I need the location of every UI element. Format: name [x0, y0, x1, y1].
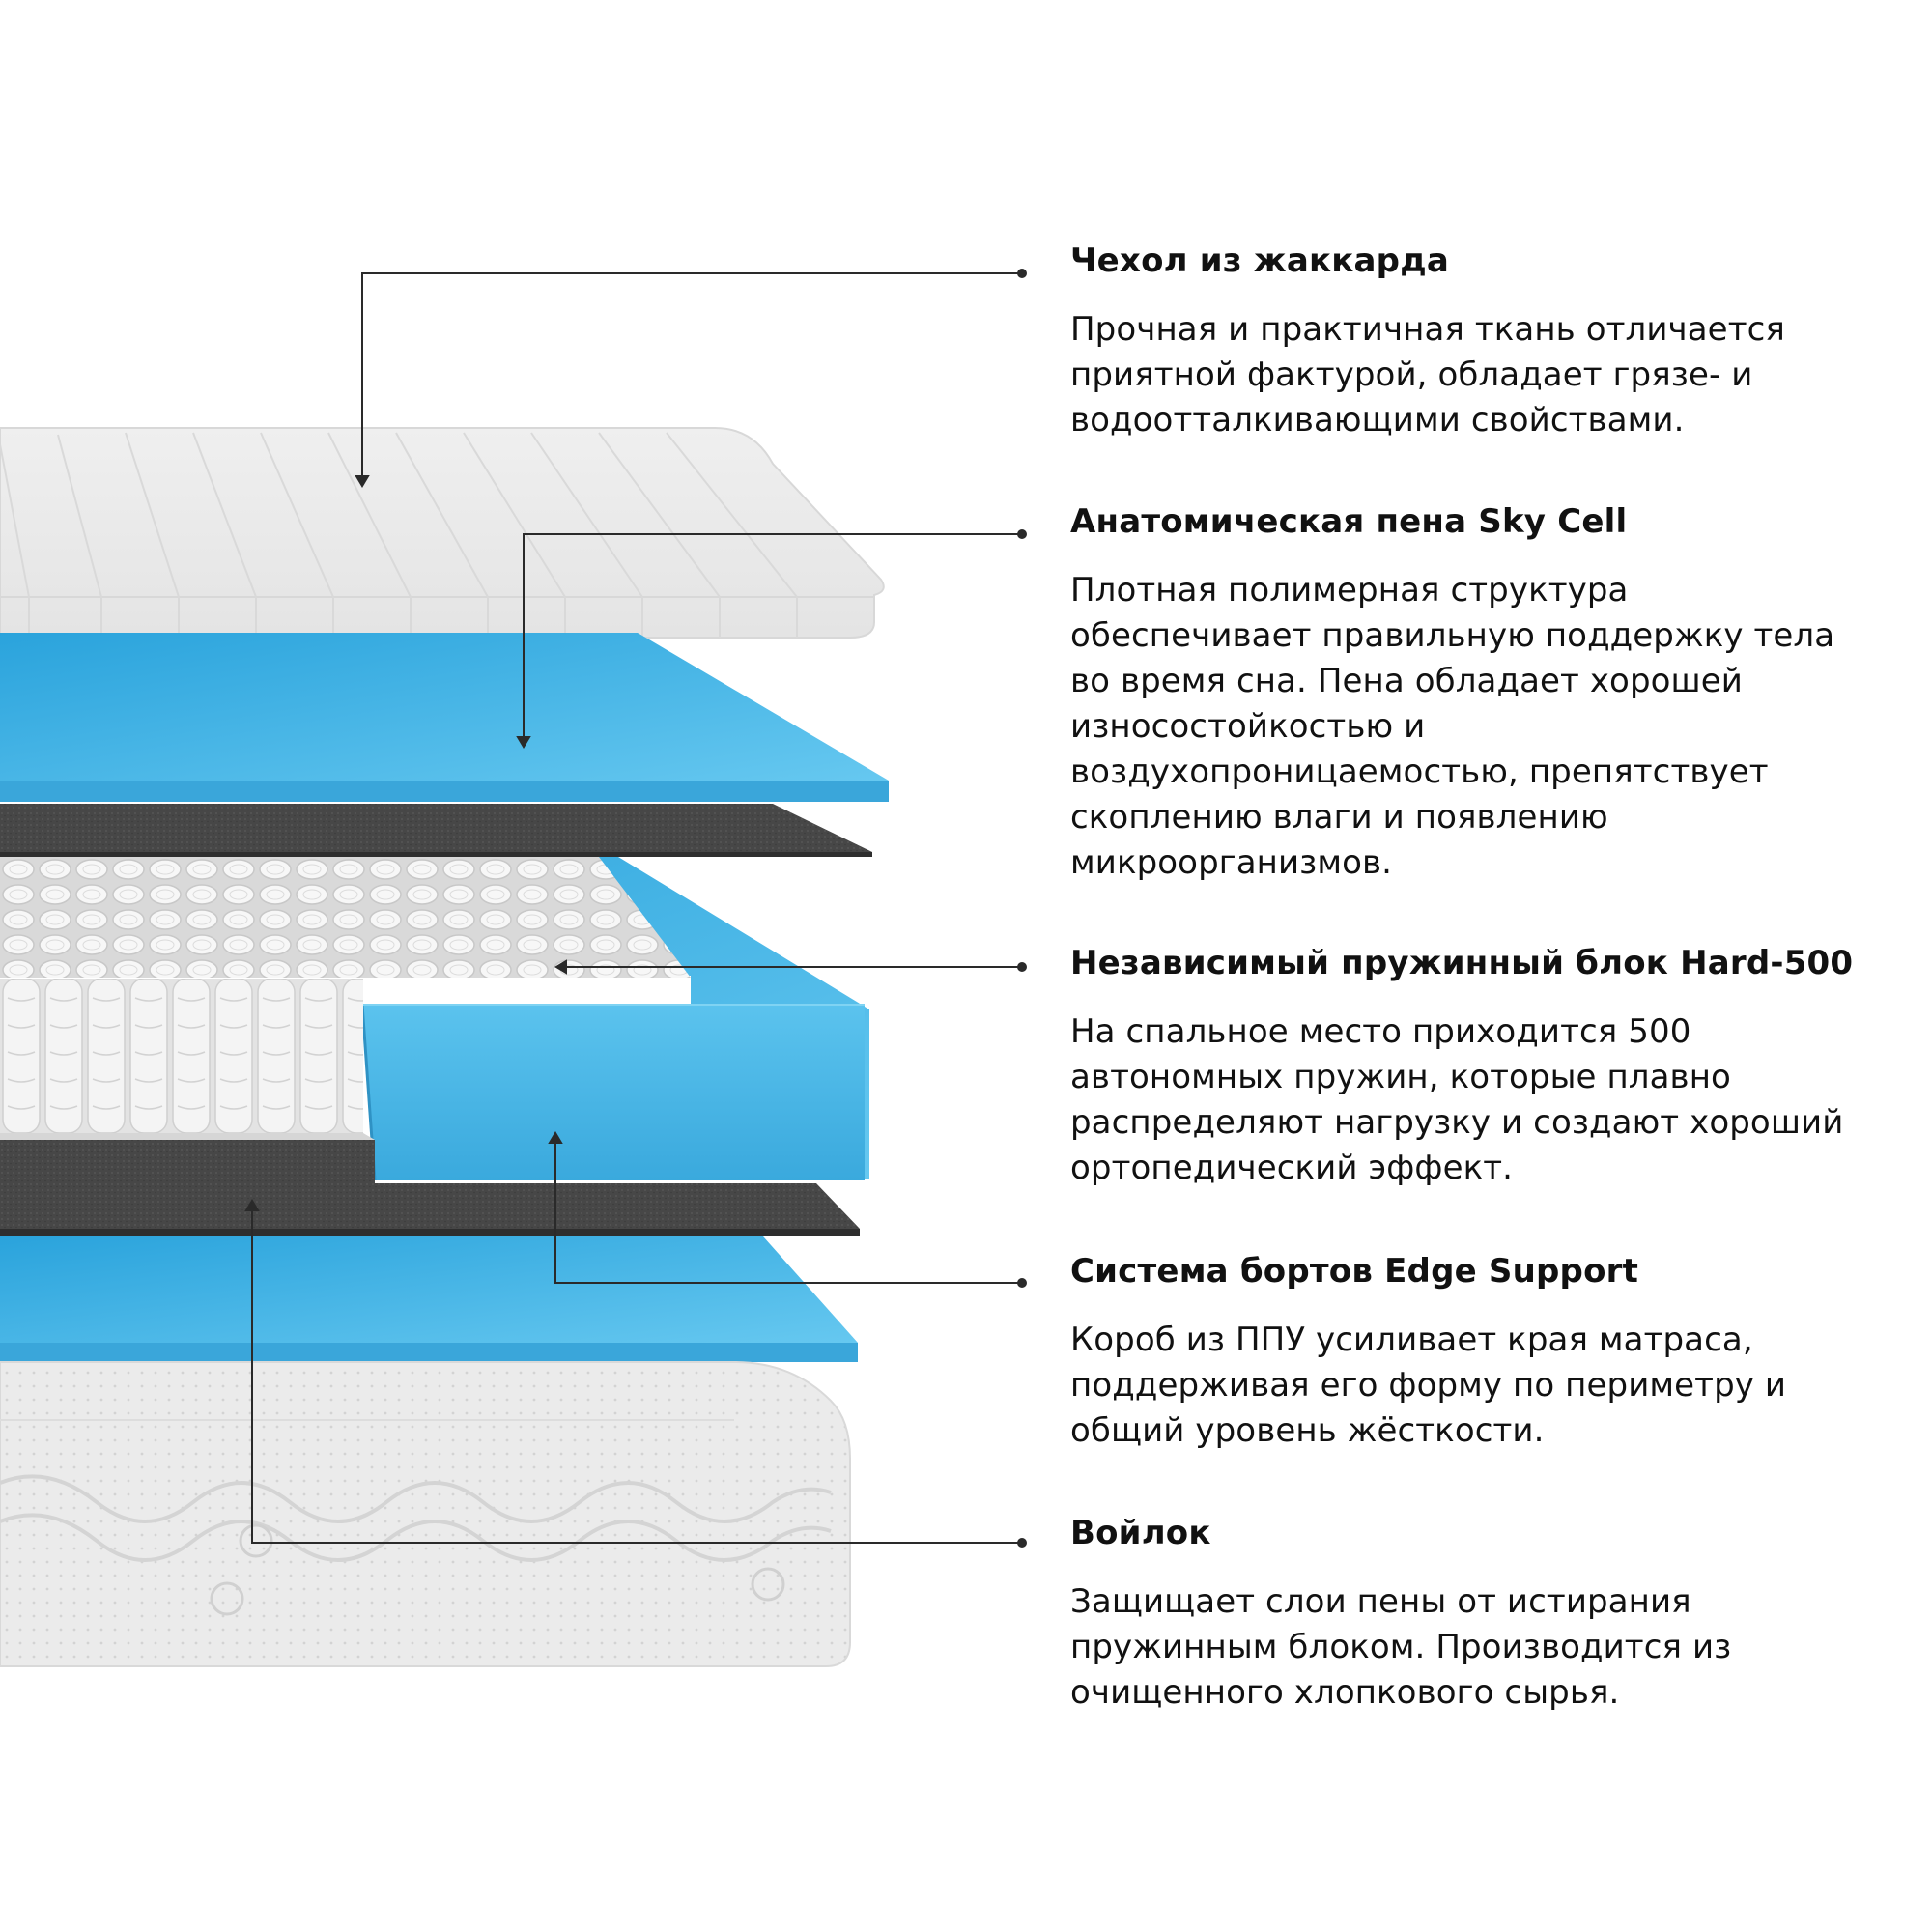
callout-title: Система бортов Edge Support — [1070, 1252, 1639, 1291]
lower-felt-layer — [0, 1140, 860, 1236]
callout-felt: Войлок Защищает слои пены от истирания п… — [1070, 1512, 1901, 1716]
jacquard-cover-layer — [0, 427, 885, 639]
callout-title: Независимый пружинный блок Hard-500 — [1070, 944, 1854, 982]
callout-edge-support: Система бортов Edge Support Короб из ППУ… — [1070, 1250, 1901, 1454]
callout-jacquard-cover: Чехол из жаккарда Прочная и практичная т… — [1070, 240, 1901, 443]
pocket-spring-block — [0, 857, 691, 1140]
callout-description: Плотная полимерная структура обеспечивае… — [1070, 571, 1835, 882]
leader-line-cover — [355, 269, 1027, 488]
upper-felt-layer — [0, 804, 872, 857]
callout-description: На спальное место приходится 500 автоном… — [1070, 1012, 1844, 1187]
lower-foam-layer — [0, 1236, 858, 1362]
callout-title: Анатомическая пена Sky Cell — [1070, 502, 1628, 541]
callout-description: Защищает слои пены от истирания пружинны… — [1070, 1582, 1732, 1712]
leader-line-felt — [244, 1199, 1027, 1548]
mattress-base-cover — [0, 1361, 851, 1667]
sky-cell-foam-layer — [0, 633, 889, 802]
leader-line-sky-cell — [516, 529, 1027, 749]
callout-sky-cell-foam: Анатомическая пена Sky Cell Плотная поли… — [1070, 500, 1901, 886]
leader-line-edge-support — [548, 1131, 1027, 1288]
leader-lines — [244, 269, 1027, 1548]
callout-title: Войлок — [1070, 1514, 1211, 1552]
callout-description: Короб из ППУ усиливает края матраса, под… — [1070, 1321, 1787, 1450]
leader-line-spring-block — [554, 959, 1027, 975]
callout-spring-block: Независимый пружинный блок Hard-500 На с… — [1070, 942, 1901, 1191]
callout-title: Чехол из жаккарда — [1070, 242, 1449, 280]
callout-description: Прочная и практичная ткань отличается пр… — [1070, 310, 1785, 440]
